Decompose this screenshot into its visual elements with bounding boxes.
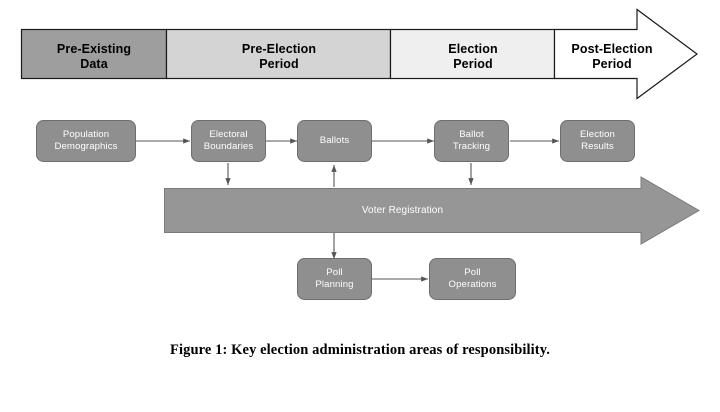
timeline-phase-label-pre-election-period: Pre-Election Period [241,42,317,71]
voter-registration-band-label: Voter Registration [361,205,444,216]
node-box-poll-planning[interactable] [297,258,372,300]
node-label-ballots: Ballots [319,135,350,146]
timeline-phase-label-post-election-period: Post-Election Period [571,42,653,71]
voter-registration-band[interactable] [164,176,700,245]
timeline-phase-pre-election-period[interactable] [165,28,392,80]
node-label-election-results: Election Results [580,129,615,152]
node-label-population-demographics: Population Demographics [54,129,118,152]
node-label-electoral-boundaries: Electoral Boundaries [203,129,254,152]
timeline-phase-post-election-period[interactable] [553,8,699,100]
timeline-band [20,8,699,100]
node-label-poll-planning: Poll Planning [315,267,354,290]
node-label-poll-operations: Poll Operations [448,267,497,290]
node-box-ballots[interactable] [297,120,372,162]
node-box-poll-operations[interactable] [429,258,516,300]
figure-caption: Figure 1: Key election administration ar… [170,342,550,358]
node-box-electoral-boundaries[interactable] [191,120,266,162]
node-box-population-demographics[interactable] [36,120,136,162]
timeline-phase-label-pre-existing-data: Pre-Existing Data [56,42,132,71]
timeline-phase-election-period[interactable] [389,28,556,80]
connector-group [136,138,560,282]
timeline-phase-pre-existing-data[interactable] [20,28,168,80]
timeline-phase-label-election-period: Election Period [448,42,498,71]
node-label-ballot-tracking: Ballot Tracking [452,129,491,152]
node-box-election-results[interactable] [560,120,635,162]
node-box-ballot-tracking[interactable] [434,120,509,162]
process-node-group [36,120,635,300]
